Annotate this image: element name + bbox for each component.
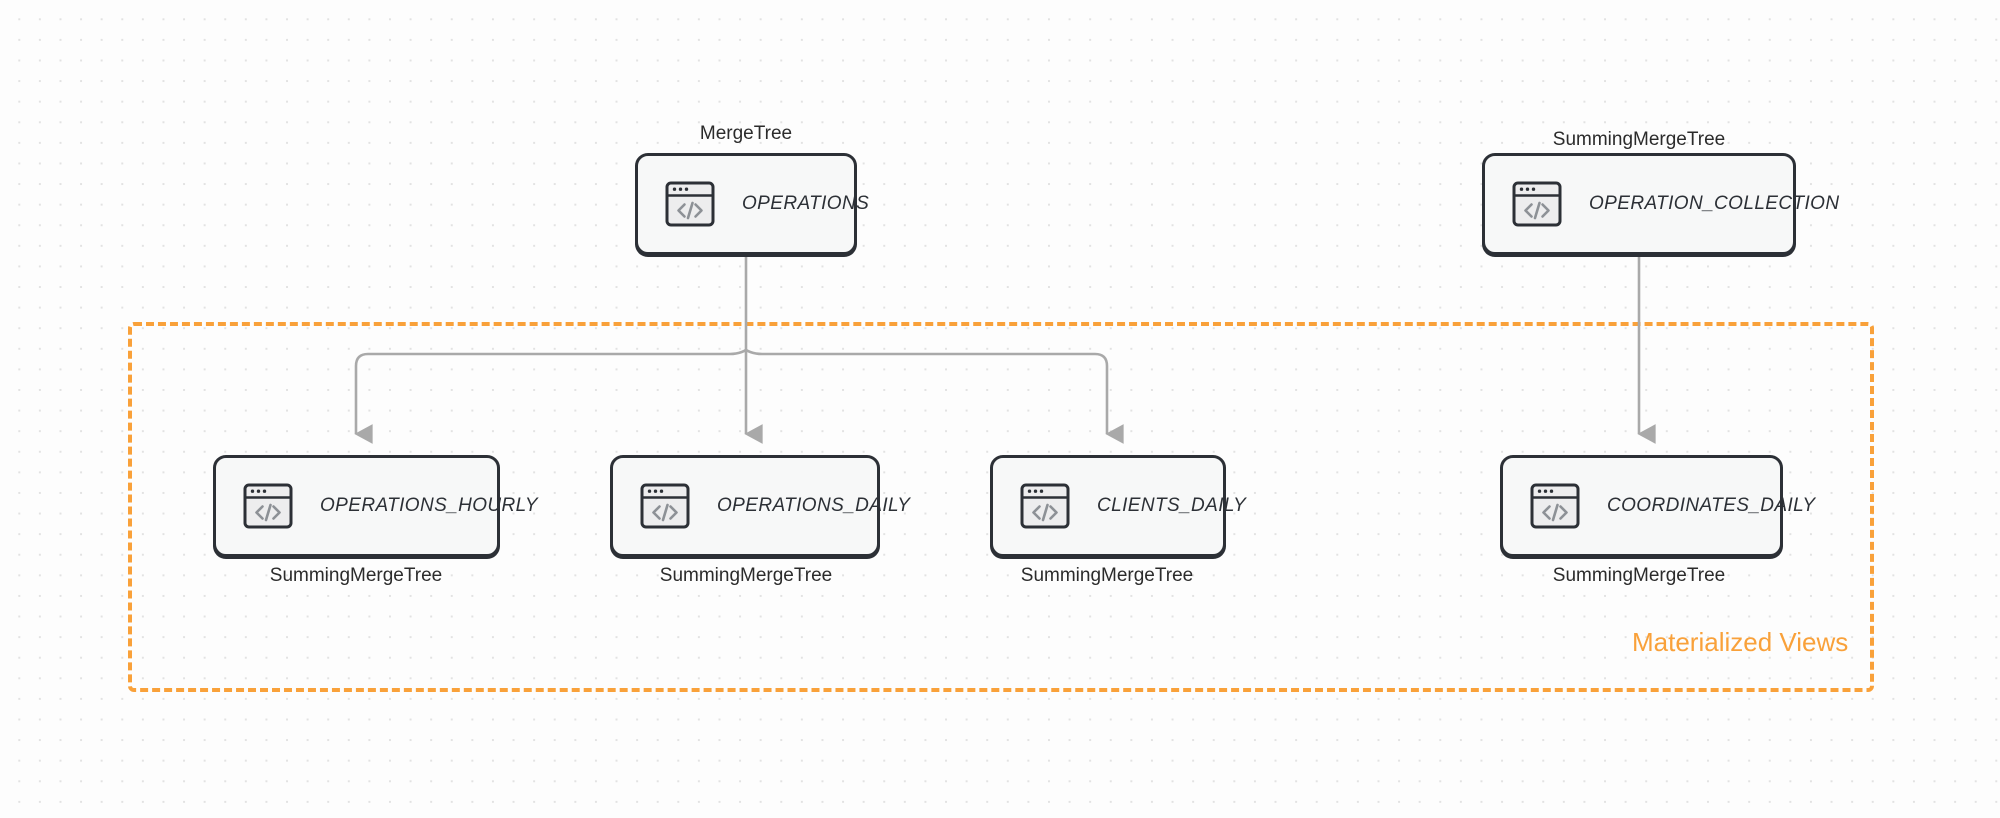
node-coordinates-daily[interactable]: COORDINATES_DAILY bbox=[1500, 455, 1815, 557]
node-clients-daily[interactable]: CLIENTS_DAILY bbox=[990, 455, 1246, 557]
node-label-operation-collection: OPERATION_COLLECTION bbox=[1589, 193, 1840, 214]
node-label-operations-daily: OPERATIONS_DAILY bbox=[717, 495, 911, 516]
code-window-icon bbox=[1529, 480, 1581, 532]
caption-operation-collection: SummingMergeTree bbox=[1552, 129, 1726, 150]
code-window-icon bbox=[639, 480, 691, 532]
caption-operations-hourly: SummingMergeTree bbox=[269, 565, 443, 586]
materialized-views-group-label: Materialized Views bbox=[1632, 627, 1849, 657]
caption-clients-daily: SummingMergeTree bbox=[1020, 565, 1194, 586]
node-label-clients-daily: CLIENTS_DAILY bbox=[1097, 495, 1247, 516]
node-label-coordinates-daily: COORDINATES_DAILY bbox=[1607, 495, 1816, 516]
materialized-views-group bbox=[128, 322, 1874, 692]
caption-coordinates-daily: SummingMergeTree bbox=[1552, 565, 1726, 586]
node-operations-hourly[interactable]: OPERATIONS_HOURLY bbox=[213, 455, 538, 557]
code-window-icon bbox=[664, 178, 716, 230]
node-label-operations: OPERATIONS bbox=[742, 193, 870, 214]
node-label-operations-hourly: OPERATIONS_HOURLY bbox=[320, 495, 538, 516]
code-window-icon bbox=[1511, 178, 1563, 230]
caption-operations-daily: SummingMergeTree bbox=[659, 565, 833, 586]
code-window-icon bbox=[242, 480, 294, 532]
caption-operations: MergeTree bbox=[699, 123, 793, 144]
node-operations-daily[interactable]: OPERATIONS_DAILY bbox=[610, 455, 910, 557]
code-window-icon bbox=[1019, 480, 1071, 532]
node-operation-collection[interactable]: OPERATION_COLLECTION bbox=[1482, 153, 1839, 255]
node-operations[interactable]: OPERATIONS bbox=[635, 153, 869, 255]
